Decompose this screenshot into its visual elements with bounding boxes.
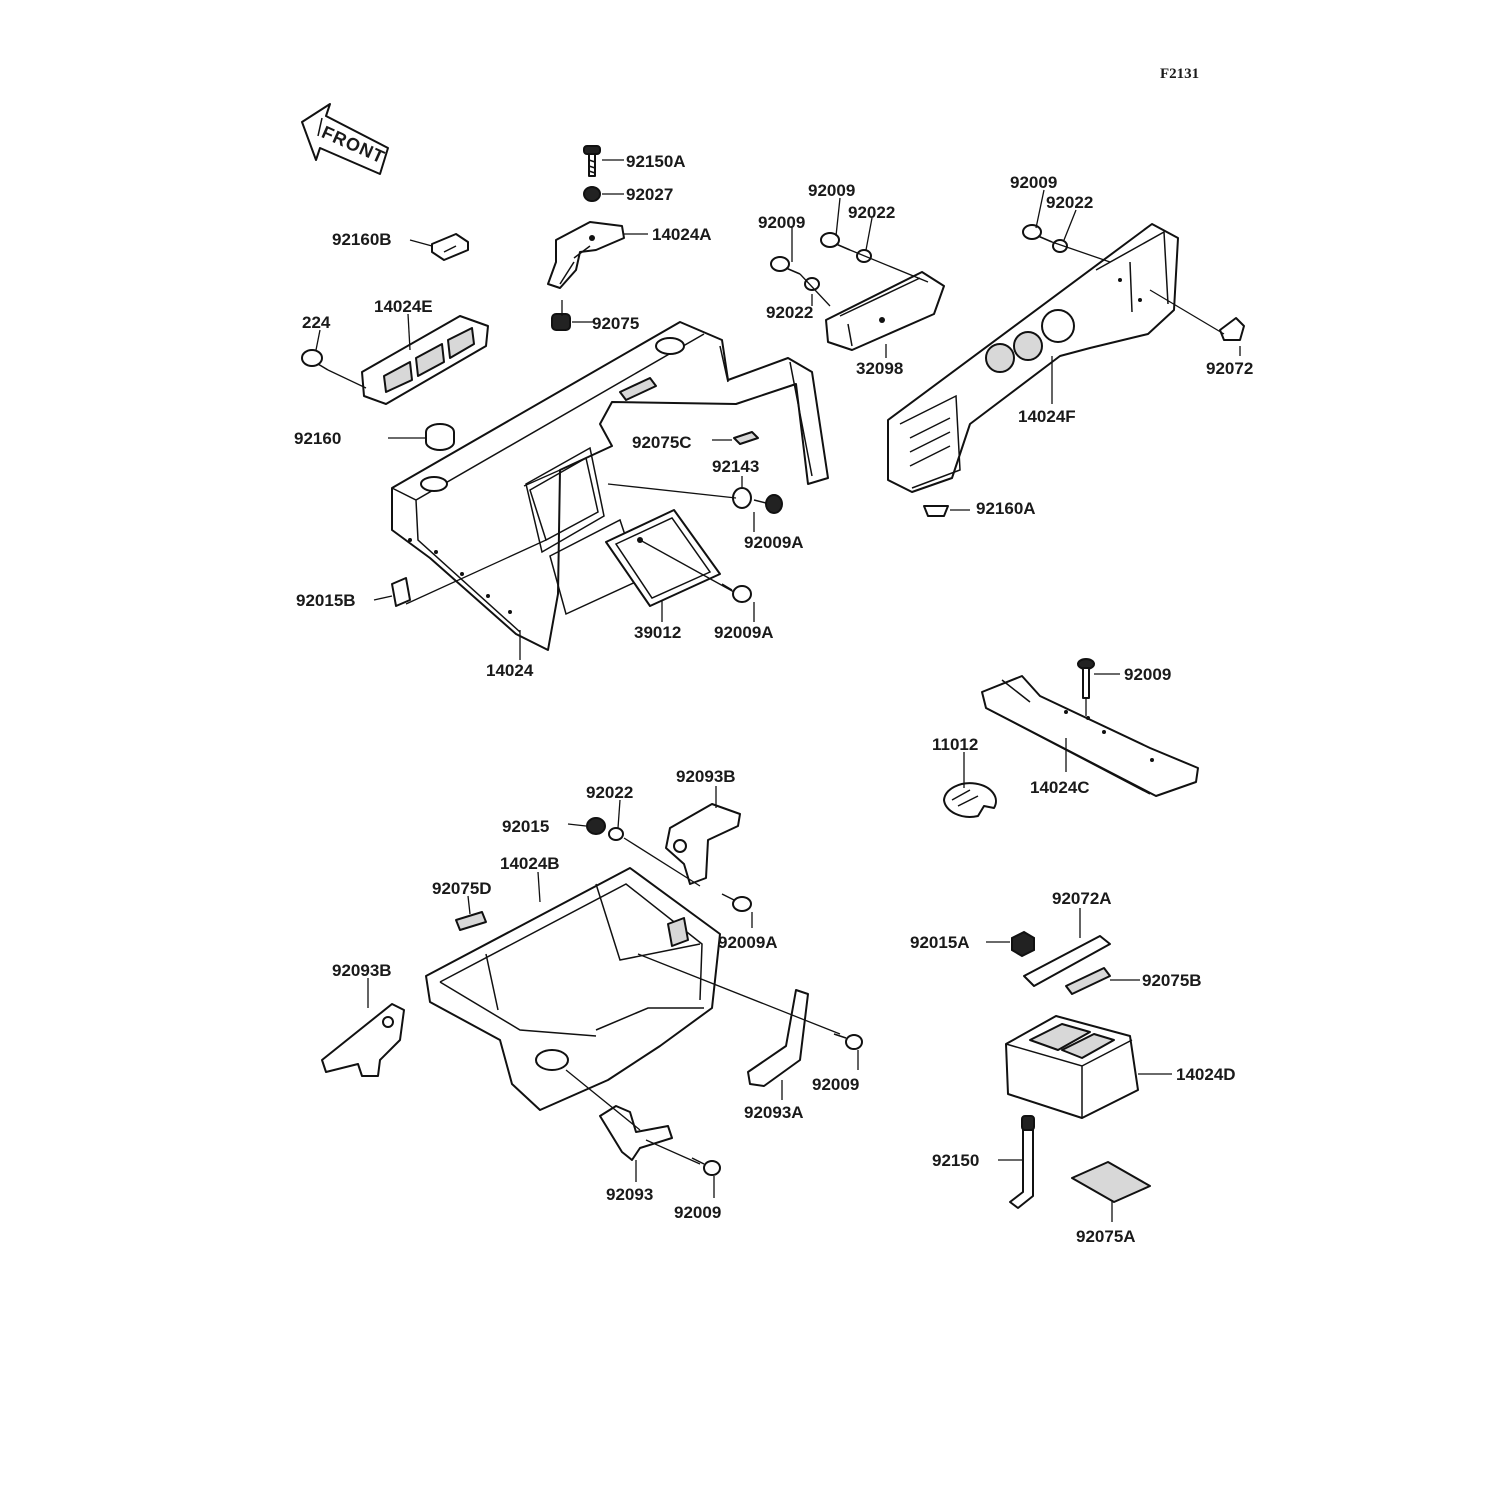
label-92027: 92027 xyxy=(626,185,673,204)
clip-92015B-icon xyxy=(391,577,411,607)
label-92022-left: 92022 xyxy=(766,303,813,322)
label-92009A-upper: 92009A xyxy=(744,533,804,552)
clip-92160B-icon xyxy=(431,233,469,261)
screw-92009-box-right-icon xyxy=(833,1033,863,1050)
bolt-92009A-tray-icon xyxy=(721,893,752,912)
label-92093B-left: 92093B xyxy=(332,961,392,980)
housing-32098-icon xyxy=(825,271,945,351)
label-92150A: 92150A xyxy=(626,152,686,171)
label-92075A: 92075A xyxy=(1076,1227,1136,1246)
nut-92015A-icon xyxy=(1011,930,1035,958)
washer-92027-icon xyxy=(583,186,601,202)
leader-lines xyxy=(315,159,1241,1222)
grommet-92160A-icon xyxy=(923,505,949,517)
tray-14024C-icon xyxy=(981,675,1199,797)
bracket-92093A-icon xyxy=(747,989,809,1087)
part-labels: 92150A 92027 14024A 92075 92160B 224 140… xyxy=(294,152,1253,1246)
label-92072: 92072 xyxy=(1206,359,1253,378)
bracket-14024A-icon xyxy=(547,221,625,289)
bolt-92009-left-icon xyxy=(770,256,801,275)
label-14024D: 14024D xyxy=(1176,1065,1236,1084)
label-14024C: 14024C xyxy=(1030,778,1090,797)
case-14024D-icon xyxy=(1005,1015,1139,1119)
label-92022-right: 92022 xyxy=(1046,193,1093,212)
label-92093B-upper: 92093B xyxy=(676,767,736,786)
label-92009-box-right: 92009 xyxy=(812,1075,859,1094)
label-92009-left: 92009 xyxy=(758,213,805,232)
label-14024A: 14024A xyxy=(652,225,712,244)
label-92075D: 92075D xyxy=(432,879,492,898)
disc-11012-icon xyxy=(943,782,997,818)
label-92093A: 92093A xyxy=(744,1103,804,1122)
label-92093: 92093 xyxy=(606,1185,653,1204)
screw-92009-bottom-icon xyxy=(691,1157,721,1176)
label-11012: 11012 xyxy=(932,735,978,754)
bolt-92009A-lower-icon xyxy=(721,583,752,603)
label-92075: 92075 xyxy=(592,314,639,333)
washer-92022-left-icon xyxy=(804,277,820,291)
label-92022-top: 92022 xyxy=(848,203,895,222)
lens-39012-icon xyxy=(605,509,721,607)
grommet-92160-icon xyxy=(425,423,455,451)
label-14024F: 14024F xyxy=(1018,407,1076,426)
label-92015A: 92015A xyxy=(910,933,970,952)
label-92160B: 92160B xyxy=(332,230,392,249)
pad-92075B-icon xyxy=(1065,967,1111,995)
bolt-92009-center-icon xyxy=(820,232,851,251)
front-arrow: FRONT xyxy=(301,103,389,175)
label-92015B: 92015B xyxy=(296,591,356,610)
label-92075B: 92075B xyxy=(1142,971,1202,990)
clamp-92072-icon xyxy=(1219,317,1245,341)
label-92072A: 92072A xyxy=(1052,889,1112,908)
bracket-92093-icon xyxy=(599,1105,673,1161)
bolt-92150A-icon xyxy=(583,145,601,177)
label-92009-right: 92009 xyxy=(1010,173,1057,192)
label-224: 224 xyxy=(302,313,331,332)
pad-92075A-icon xyxy=(1071,1161,1151,1203)
bolt-92009-right-icon xyxy=(1022,224,1053,243)
nut-92015-icon xyxy=(586,817,606,835)
label-92009A-tray: 92009A xyxy=(718,933,778,952)
panel-14024F-icon xyxy=(887,223,1179,493)
bolt-92009A-upper-icon xyxy=(753,494,783,514)
label-92160: 92160 xyxy=(294,429,341,448)
label-92160A: 92160A xyxy=(976,499,1036,518)
label-92009-tray: 92009 xyxy=(1124,665,1171,684)
screw-224-icon xyxy=(301,349,329,371)
label-92075C: 92075C xyxy=(632,433,692,452)
label-14024E: 14024E xyxy=(374,297,433,316)
washer-92022-lower-icon xyxy=(608,827,624,841)
cover-14024-icon xyxy=(391,321,829,651)
label-92143: 92143 xyxy=(712,457,759,476)
panel-14024E-icon xyxy=(361,315,489,405)
bracket-92093B-left-icon xyxy=(321,1003,405,1077)
label-92009A-lower: 92009A xyxy=(714,623,774,642)
label-92009-top: 92009 xyxy=(808,181,855,200)
label-92009-bottom: 92009 xyxy=(674,1203,721,1222)
label-92150: 92150 xyxy=(932,1151,979,1170)
label-14024B: 14024B xyxy=(500,854,560,873)
label-92022-lower: 92022 xyxy=(586,783,633,802)
pad-92075C-icon xyxy=(733,431,759,445)
label-14024: 14024 xyxy=(486,661,534,680)
bracket-92093B-upper-icon xyxy=(665,803,741,885)
label-32098: 32098 xyxy=(856,359,903,378)
fitting-92150-icon xyxy=(1009,1115,1035,1209)
figure-code: F2131 xyxy=(1160,66,1199,82)
pad-92075D-icon xyxy=(455,911,487,931)
label-92015: 92015 xyxy=(502,817,549,836)
strap-92072A-icon xyxy=(1023,935,1111,987)
grommet-92075-icon xyxy=(551,313,571,331)
label-39012: 39012 xyxy=(634,623,681,642)
box-14024B-icon xyxy=(425,867,721,1111)
screw-92009-tray-icon xyxy=(1077,658,1095,699)
